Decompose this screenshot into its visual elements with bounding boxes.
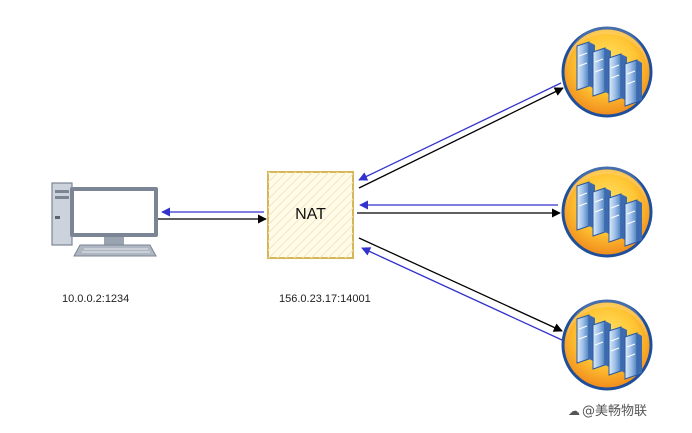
nat-to-server-1-arrow	[358, 87, 564, 189]
watermark: ☁@美畅物联	[568, 400, 647, 419]
server-rack-icon	[561, 297, 653, 391]
server-rack-icon	[561, 24, 653, 118]
nat-title: NAT	[295, 206, 326, 223]
desktop-computer-icon	[51, 182, 158, 257]
server-1-to-nat-arrow	[358, 82, 562, 181]
server-3-to-nat-arrow	[361, 247, 563, 341]
nat-box	[267, 171, 354, 259]
client-address-label: 10.0.0.2:1234	[62, 293, 130, 305]
weibo-icon: ☁	[568, 404, 580, 418]
nat-address-label: 156.0.23.17:14001	[279, 293, 371, 305]
nat-to-server-3-arrow	[358, 237, 563, 332]
server-rack-icon	[561, 164, 653, 258]
watermark-text: @美畅物联	[582, 404, 648, 419]
